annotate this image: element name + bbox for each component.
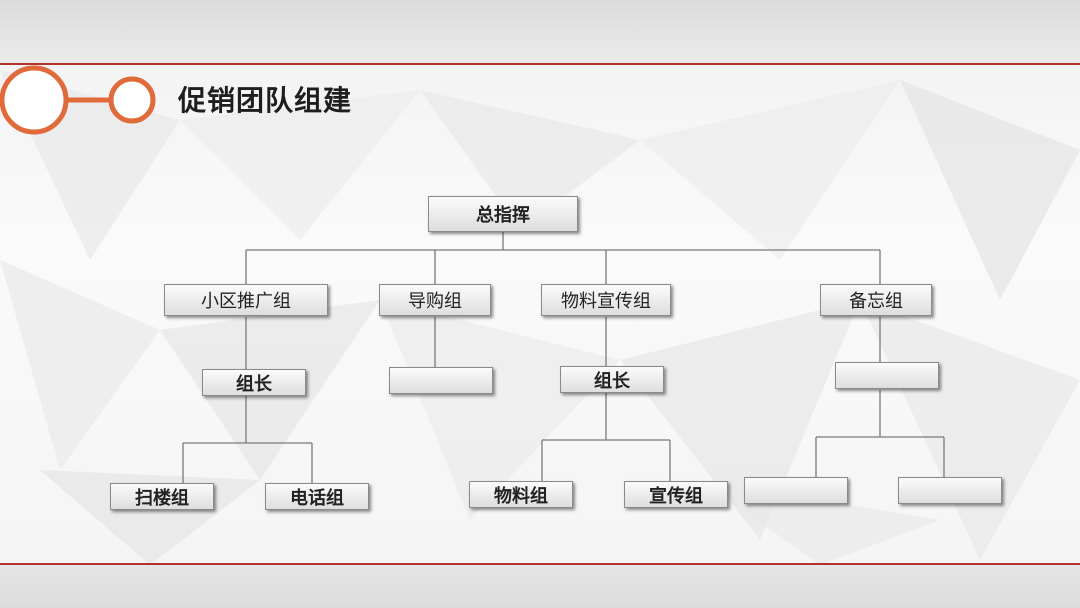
- node-leader-materials: 组长: [560, 366, 664, 393]
- node-group-memo: 备忘组: [820, 284, 932, 316]
- footer-rule: [0, 563, 1080, 565]
- node-subgroup-canvassing: 扫楼组: [110, 483, 214, 510]
- footer-band: [0, 565, 1080, 608]
- page-title: 促销团队组建: [178, 84, 353, 117]
- node-subgroup-materials: 物料组: [469, 481, 573, 508]
- node-group-community-promotion: 小区推广组: [164, 284, 328, 316]
- node-subgroup-telephone: 电话组: [265, 483, 369, 510]
- node-empty-memo-sub-a: [744, 477, 848, 504]
- node-subgroup-publicity: 宣传组: [624, 481, 728, 508]
- node-empty-memo-sub-b: [898, 477, 1002, 504]
- node-empty-memo: [835, 362, 939, 389]
- header-rule: [0, 63, 1080, 65]
- node-root: 总指挥: [428, 196, 578, 232]
- header-rings: [0, 65, 156, 135]
- node-group-shopping-guide: 导购组: [379, 284, 491, 316]
- node-empty-shopping-guide: [389, 367, 493, 394]
- small-ring-icon: [108, 76, 156, 124]
- node-group-materials-publicity: 物料宣传组: [541, 284, 671, 316]
- header-band: [0, 0, 1080, 64]
- node-leader-community: 组长: [202, 369, 306, 396]
